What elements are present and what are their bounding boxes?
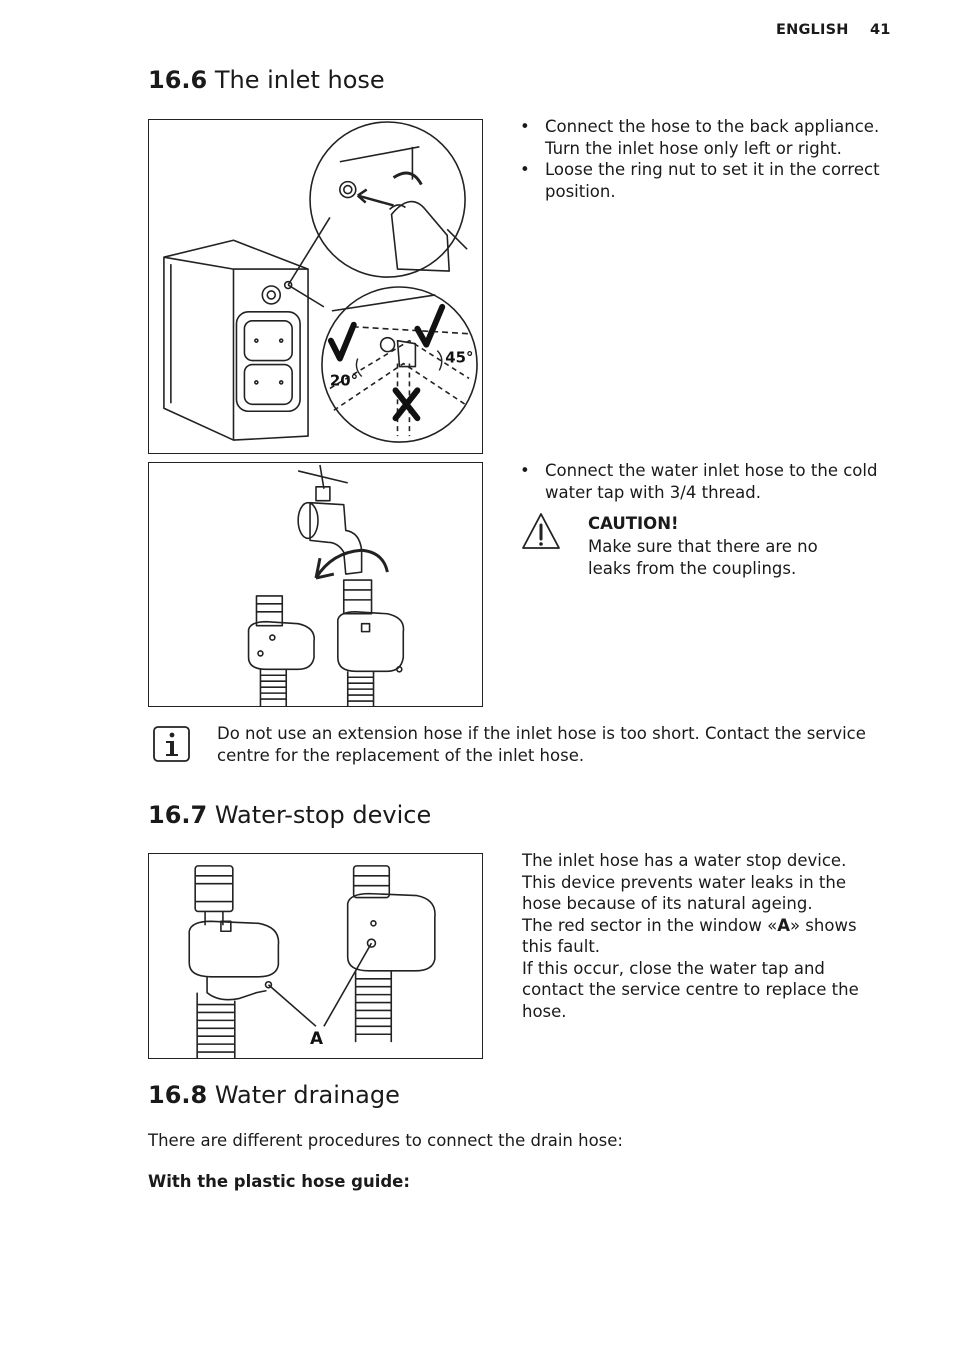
water-stop-description: The inlet hose has a water stop device. …: [522, 850, 884, 1022]
figure-water-stop-device: A: [148, 853, 483, 1059]
drainage-subheading: With the plastic hose guide:: [148, 1172, 410, 1191]
drainage-intro: There are different procedures to connec…: [148, 1131, 623, 1150]
list-item: Loose the ring nut to set it in the corr…: [520, 159, 882, 202]
tap-connection-illustration: [247, 464, 405, 706]
window-label-a: A: [777, 915, 790, 935]
figure-inlet-hose-connection: 20° 45°: [148, 119, 483, 454]
water-stop-device-illustration: A: [188, 865, 436, 1058]
section-title: Water-stop device: [214, 801, 432, 829]
paragraph: The red sector in the window «A» shows t…: [522, 915, 884, 958]
section-number: 16.7: [148, 801, 208, 829]
text-run: The red sector in the window «: [522, 915, 778, 935]
bullet-list-inlet-hose: Connect the hose to the back appliance. …: [520, 116, 882, 202]
paragraph: The inlet hose has a water stop device. …: [522, 851, 847, 913]
section-title: The inlet hose: [214, 66, 385, 94]
angle-label-20: 20°: [330, 371, 358, 389]
bullet-list-tap-connection: Connect the water inlet hose to the cold…: [520, 460, 882, 503]
text-run: » shows this fault.: [522, 915, 857, 957]
warning-triangle-icon: [521, 512, 569, 552]
caution-text: Make sure that there are no leaks from t…: [588, 537, 818, 578]
paragraph: If this occur, close the water tap and c…: [522, 958, 859, 1021]
inlet-hose-connection-illustration: 20° 45°: [163, 121, 478, 443]
info-icon: [152, 724, 192, 764]
label-a: A: [310, 1028, 323, 1048]
list-item: Connect the hose to the back appliance. …: [520, 116, 882, 159]
list-item: Connect the water inlet hose to the cold…: [520, 460, 882, 503]
header-language: ENGLISH: [776, 22, 849, 38]
section-number: 16.6: [148, 66, 208, 94]
figure-tap-connection: [148, 462, 483, 707]
caution-title: CAUTION!: [588, 514, 679, 533]
info-note-text: Do not use an extension hose if the inle…: [217, 724, 866, 765]
section-heading-16-6: 16.6 The inlet hose: [148, 66, 385, 94]
angle-label-45: 45°: [445, 349, 473, 367]
section-title: Water drainage: [214, 1081, 400, 1109]
section-heading-16-8: 16.8 Water drainage: [148, 1081, 400, 1109]
section-number: 16.8: [148, 1081, 208, 1109]
section-heading-16-7: 16.7 Water-stop device: [148, 801, 431, 829]
page-number: 41: [870, 22, 891, 38]
